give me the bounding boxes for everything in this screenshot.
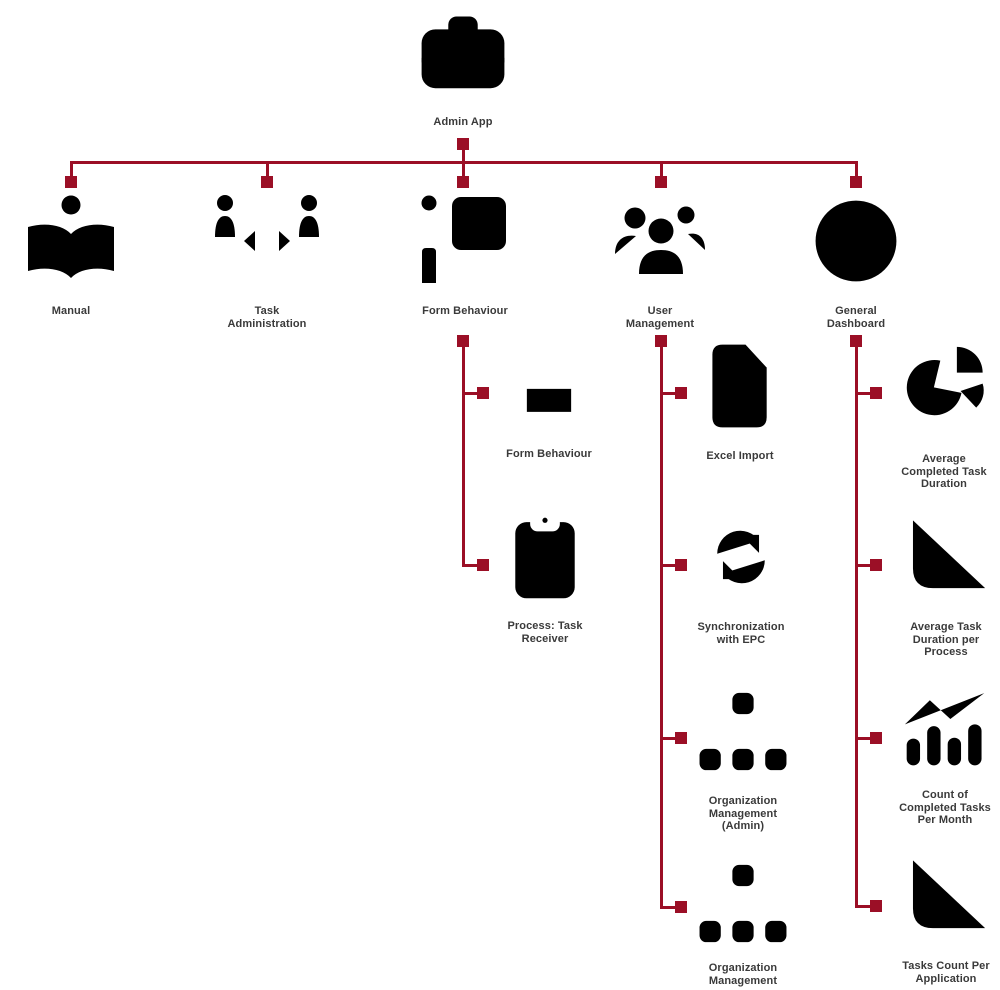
connector-line bbox=[265, 161, 269, 179]
connector-line bbox=[659, 161, 663, 179]
node-label-avg-completed-task-duration: Average Completed Task Duration bbox=[901, 453, 987, 490]
connector-endpoint bbox=[477, 559, 489, 571]
connector-line bbox=[856, 563, 872, 567]
connector-endpoint bbox=[655, 176, 667, 188]
connector-endpoint bbox=[457, 176, 469, 188]
node-label-excel-import: Excel Import bbox=[706, 450, 774, 462]
connector-line bbox=[661, 905, 677, 909]
horizontal-bar-chart-icon bbox=[901, 516, 991, 596]
node-label-organization-management-admin: Organization Management (Admin) bbox=[708, 795, 778, 832]
node-label-form-behaviour-sub: Form Behaviour bbox=[506, 448, 592, 460]
connector-line bbox=[69, 161, 73, 179]
gauge-icon bbox=[809, 194, 903, 288]
connector-line bbox=[661, 563, 677, 567]
node-label-count-completed-tasks-per-month: Count of Completed Tasks Per Month bbox=[899, 789, 991, 826]
connector-endpoint bbox=[261, 176, 273, 188]
connector-line bbox=[461, 341, 465, 567]
node-label-task-administration: Task Administration bbox=[227, 305, 307, 330]
connector-line bbox=[659, 341, 663, 909]
connector-endpoint bbox=[870, 387, 882, 399]
clipboard-check-icon bbox=[506, 510, 584, 603]
node-label-organization-management: Organization Management bbox=[708, 962, 778, 987]
node-label-process-task-receiver: Process: Task Receiver bbox=[507, 620, 583, 645]
node-label-user-management: User Management bbox=[625, 305, 695, 330]
connector-line bbox=[661, 391, 677, 395]
pie-chart-icon bbox=[898, 343, 990, 428]
user-group-icon bbox=[610, 198, 710, 282]
stacked-tray-icon bbox=[508, 343, 590, 425]
line-bar-chart-icon bbox=[899, 686, 991, 768]
spreadsheet-document-icon bbox=[703, 340, 777, 432]
connector-line bbox=[856, 391, 872, 395]
connector-line bbox=[461, 144, 465, 164]
connector-line bbox=[856, 904, 872, 908]
connector-line bbox=[854, 341, 858, 908]
people-exchange-icon bbox=[211, 193, 323, 285]
org-chart-icon bbox=[693, 862, 793, 947]
connector-endpoint bbox=[675, 901, 687, 913]
node-label-synchronization-epc: Synchronization with EPC bbox=[697, 621, 785, 646]
toolbox-icon bbox=[417, 10, 509, 91]
connector-line bbox=[463, 391, 479, 395]
connector-endpoint bbox=[850, 176, 862, 188]
connector-endpoint bbox=[477, 387, 489, 399]
node-label-admin-app: Admin App bbox=[433, 116, 493, 128]
connector-endpoint bbox=[65, 176, 77, 188]
connector-endpoint bbox=[870, 559, 882, 571]
org-chart-icon bbox=[693, 690, 793, 775]
node-label-manual: Manual bbox=[51, 305, 91, 317]
node-label-form-behaviour: Form Behaviour bbox=[422, 305, 508, 317]
connector-line bbox=[856, 736, 872, 740]
open-book-reader-icon bbox=[19, 193, 123, 285]
node-label-tasks-count-per-application: Tasks Count Per Application bbox=[902, 960, 990, 985]
connector-endpoint bbox=[870, 732, 882, 744]
presenter-board-icon bbox=[410, 193, 520, 285]
connector-line bbox=[461, 161, 465, 179]
connector-endpoint bbox=[675, 732, 687, 744]
node-label-avg-task-duration-per-process: Average Task Duration per Process bbox=[910, 621, 982, 658]
connector-line bbox=[463, 563, 479, 567]
sync-arrows-icon bbox=[700, 516, 782, 598]
connector-endpoint bbox=[870, 900, 882, 912]
connector-endpoint bbox=[675, 387, 687, 399]
connector-endpoint bbox=[675, 559, 687, 571]
connector-line bbox=[661, 736, 677, 740]
node-label-general-dashboard: General Dashboard bbox=[826, 305, 886, 330]
connector-line bbox=[854, 161, 858, 179]
horizontal-bar-chart-icon bbox=[901, 856, 991, 936]
